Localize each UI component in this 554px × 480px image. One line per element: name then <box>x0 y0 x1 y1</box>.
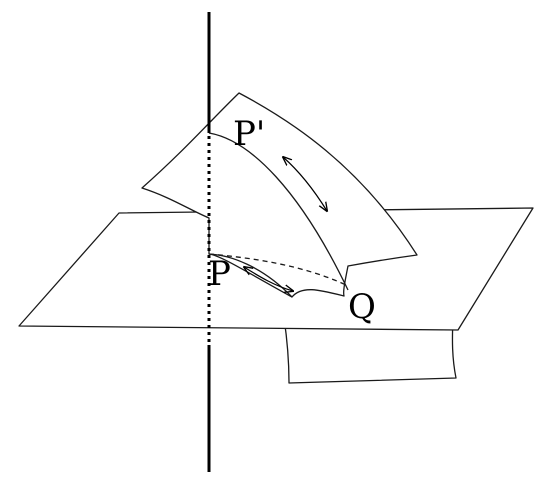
label-p: P <box>208 254 231 294</box>
label-q: Q <box>348 287 376 327</box>
double-arrow-lower <box>244 267 293 291</box>
lower-strip <box>283 317 457 384</box>
label-p-prime: P' <box>233 114 265 154</box>
curved-sheet <box>141 92 418 298</box>
double-arrow-upper <box>283 157 327 211</box>
curve-p-prime-to-q <box>208 132 349 291</box>
